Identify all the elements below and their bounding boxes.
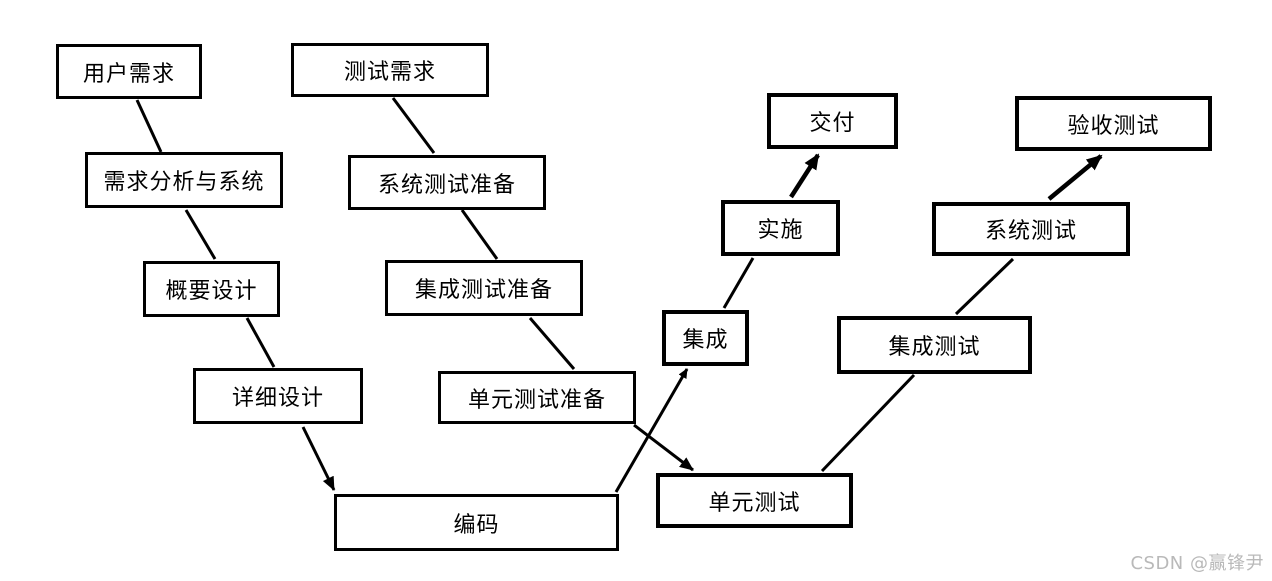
node-integration-test: 集成测试: [837, 316, 1032, 374]
node-detailed-design: 详细设计: [193, 368, 363, 424]
edge-detailed-design-to-coding: [301, 426, 336, 491]
node-integration-test-prep: 集成测试准备: [385, 260, 583, 316]
node-coding: 编码: [334, 494, 619, 551]
edge-integration-test-to-system-test: [954, 257, 1015, 316]
edge-integration-test-prep-to-unit-test-prep: [528, 317, 576, 370]
node-unit-test-prep: 单元测试准备: [438, 371, 636, 424]
node-system-test-prep: 系统测试准备: [348, 155, 546, 210]
edge-implementation-to-delivery: [789, 153, 820, 199]
edge-outline-design-to-detailed-design: [245, 317, 276, 368]
edge-system-test-prep-to-integration-test-prep: [460, 209, 499, 260]
edge-requirements-analysis-to-outline-design: [184, 209, 217, 260]
node-integration: 集成: [662, 310, 749, 366]
csdn-watermark: CSDN @赢锋尹: [1130, 553, 1264, 574]
edge-test-requirements-to-system-test-prep: [391, 97, 436, 154]
edge-system-test-to-acceptance-test: [1047, 154, 1103, 201]
node-system-test: 系统测试: [932, 202, 1130, 256]
node-acceptance-test: 验收测试: [1015, 96, 1212, 151]
node-delivery: 交付: [767, 93, 898, 149]
node-unit-test: 单元测试: [656, 473, 853, 528]
edge-integration-to-implementation: [722, 257, 755, 309]
node-user-requirements: 用户需求: [56, 44, 202, 99]
node-implementation: 实施: [721, 200, 840, 256]
node-outline-design: 概要设计: [143, 261, 280, 317]
edge-coding-to-integration: [614, 368, 689, 493]
edge-user-requirements-to-requirements-analysis: [135, 99, 163, 153]
node-test-requirements: 测试需求: [291, 43, 489, 97]
edge-unit-test-to-integration-test: [820, 373, 916, 473]
node-requirements-analysis: 需求分析与系统: [85, 152, 283, 208]
edge-unit-test-prep-to-unit-test: [633, 423, 694, 472]
